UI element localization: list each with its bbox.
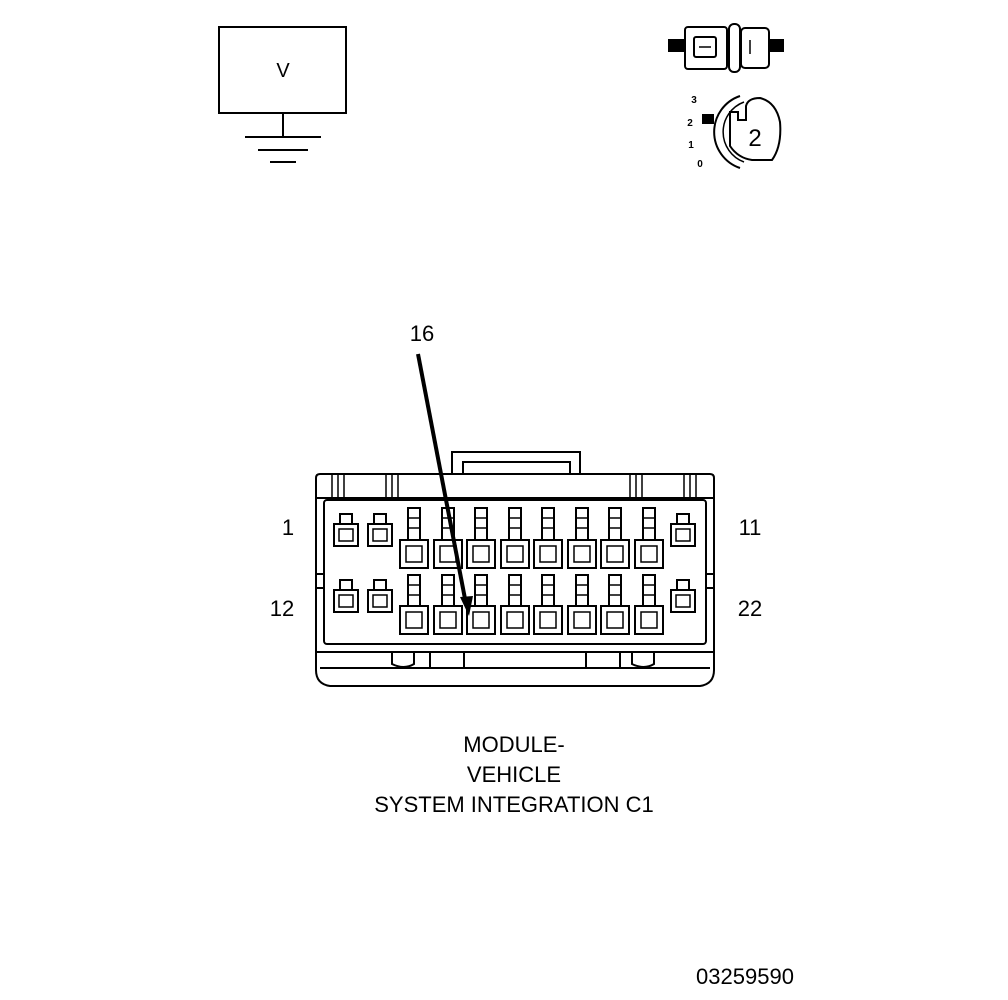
- pin-label-bottom-right: 22: [738, 596, 762, 621]
- connector-pin: [466, 574, 496, 635]
- ignition-position-label: 2: [687, 118, 693, 129]
- connector-pin: [367, 579, 393, 613]
- ignition-position-label: 3: [691, 95, 697, 106]
- probe-connector-icon: [668, 23, 784, 73]
- connector-pin: [533, 574, 563, 635]
- connector-pin: [634, 507, 664, 569]
- connector-pin: [466, 507, 496, 569]
- pin-label-top-right: 11: [739, 515, 762, 540]
- connector-pin: [500, 507, 530, 569]
- pointer-pin-label: 16: [410, 321, 434, 346]
- connector-pin: [567, 574, 597, 635]
- connector-pin: [600, 507, 630, 569]
- ignition-selected-position: 2: [748, 125, 761, 152]
- pin-pointer-arrow: [416, 353, 473, 616]
- figure-id: 03259590: [696, 964, 794, 989]
- connector-pin: [333, 513, 359, 547]
- connector-pin: [567, 507, 597, 569]
- connector-pin: [500, 574, 530, 635]
- voltmeter-label: V: [276, 60, 290, 82]
- caption-line-1: MODULE-: [463, 732, 564, 757]
- connector-pin: [367, 513, 393, 547]
- ignition-position-label: 1: [688, 140, 694, 151]
- connector-pin: [600, 574, 630, 635]
- ignition-position-label: 0: [697, 159, 703, 170]
- pin-label-bottom-left: 12: [270, 596, 294, 621]
- connector-pin: [433, 574, 463, 635]
- ignition-key-icon: [702, 95, 782, 169]
- caption-line-2: VEHICLE: [467, 762, 561, 787]
- caption-line-3: SYSTEM INTEGRATION C1: [374, 792, 654, 817]
- connector-pin: [333, 579, 359, 613]
- connector-pin: [399, 507, 429, 569]
- connector-pin: [670, 513, 696, 547]
- connector-pin: [670, 579, 696, 613]
- voltmeter-symbol: [218, 26, 347, 163]
- connector-pin: [533, 507, 563, 569]
- connector-terminals: [333, 507, 696, 635]
- pin-label-top-left: 1: [282, 515, 294, 540]
- connector-pin: [634, 574, 664, 635]
- connector-pin: [399, 574, 429, 635]
